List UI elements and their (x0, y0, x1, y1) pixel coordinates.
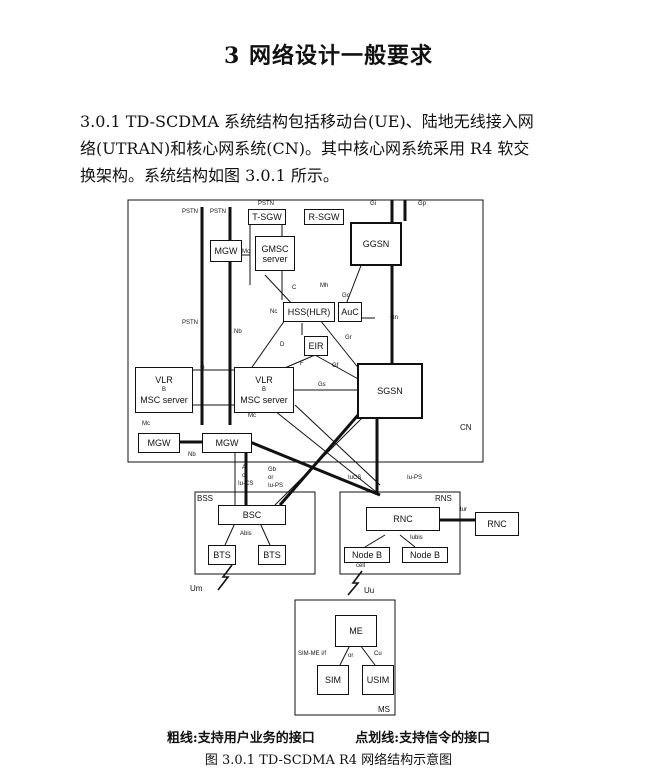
cn-region (127, 199, 484, 463)
interface-label: IuCS (348, 475, 362, 481)
node-b-node: Node B (344, 547, 390, 563)
interface-label: Gi (370, 201, 376, 207)
msc-server-label: MSC server (140, 395, 188, 405)
interface-label: Mh (320, 283, 329, 289)
legend-thick-line: 粗线:支持用户业务的接口 (166, 731, 315, 746)
interface-label: Gc (342, 293, 350, 299)
diagram-lines (127, 199, 484, 716)
interface-label: Iu-PS (407, 475, 423, 481)
interface-label: G (200, 365, 205, 371)
interface-label: C (292, 285, 297, 291)
interface-label: Iur (460, 507, 468, 513)
vlr-label: VLR (255, 375, 273, 385)
interface-label: Gb (268, 467, 277, 473)
legend-dashed-line: 点划线:支持信令的接口 (355, 731, 491, 746)
section-heading: 3 网络设计一般要求 (224, 43, 433, 69)
interface-label: Mc (242, 249, 250, 255)
interface-label: Mc (248, 413, 256, 419)
interface-label: Abis (240, 531, 252, 537)
gmsc-server-node: GMSC server (255, 236, 295, 271)
paragraph-line: 3.0.1 TD-SCDMA 系统结构包括移动台(UE)、陆地无线接入网 (80, 112, 534, 131)
interface-label: Nb (188, 452, 196, 458)
vlr-msc-left-node: VLR B MSC server (135, 367, 193, 413)
air-interface-label: Um (190, 584, 203, 593)
rnc-node: RNC (366, 507, 440, 531)
t-sgw-node: T-SGW (248, 209, 286, 225)
vlr-label: VLR (155, 375, 173, 385)
paragraph-line: 络(UTRAN)和核心网系统(CN)。其中核心网系统采用 R4 软交 (80, 139, 530, 158)
mgw-top-node: MGW (210, 240, 242, 262)
interface-label: Gn (390, 315, 399, 321)
interface-label: E (200, 407, 205, 413)
cn-label: CN (460, 423, 472, 432)
rnc-external-node: RNC (475, 512, 519, 536)
air-interface-label: Uu (364, 586, 375, 595)
r-sgw-node: R-SGW (304, 209, 344, 225)
interface-label: or (242, 473, 248, 479)
sgsn-node: SGSN (357, 363, 423, 419)
b-label: B (261, 387, 266, 393)
msc-server-label: MSC server (240, 395, 288, 405)
paragraph-line: 换架构。系统结构如图 3.0.1 所示。 (80, 166, 339, 185)
sim-node: SIM (317, 665, 349, 695)
legend: 粗线:支持用户业务的接口 点划线:支持信令的接口 (0, 727, 657, 746)
interface-label: Nb (234, 329, 242, 335)
eir-node: EIR (304, 336, 328, 356)
interface-label: D (280, 342, 285, 348)
interface-label: cell (356, 563, 366, 569)
rns-region (339, 491, 461, 575)
auc-node: AuC (338, 302, 362, 322)
interface-label: or (348, 653, 354, 659)
bts-node: BTS (258, 545, 286, 565)
bss-label: BSS (197, 494, 214, 503)
interface-label: Gp (418, 201, 427, 207)
usim-node: USIM (362, 665, 394, 695)
mgw-mid-node: MGW (202, 433, 252, 453)
interface-label: Gr (345, 335, 352, 341)
b-label: B (161, 387, 166, 393)
interface-label: PSTN (182, 320, 199, 326)
interface-label: Gf (332, 363, 339, 369)
node-b-node: Node B (402, 547, 448, 563)
interface-label: Nc (270, 309, 278, 315)
interface-label: PSTN (182, 209, 199, 215)
bss-region (194, 491, 316, 575)
figure-caption: 图 3.0.1 TD-SCDMA R4 网络结构示意图 (204, 753, 453, 768)
ms-label: MS (378, 705, 390, 714)
hss-hlr-node: HSS(HLR) (283, 302, 335, 322)
interface-label: Iu-PS (268, 483, 284, 489)
me-node: ME (335, 615, 377, 647)
interface-label: or (268, 475, 274, 481)
interface-label: SIM-ME i/f (298, 651, 326, 657)
interface-label: F (300, 361, 304, 367)
interface-label: A (242, 465, 247, 471)
ms-region (294, 599, 396, 716)
interface-label: Mc (142, 421, 150, 427)
interface-label: Gs (318, 382, 326, 388)
interface-label: PSTN (258, 201, 275, 207)
interface-label: Iu-CS (238, 481, 254, 487)
network-diagram: T-SGW R-SGW MGW GMSC server GGSN HSS(HLR… (120, 195, 550, 725)
interface-label: Iubis (410, 535, 423, 541)
vlr-msc-mid-node: VLR B MSC server (234, 367, 294, 413)
interface-label: Cu (374, 651, 382, 657)
intro-paragraph: 3.0.1 TD-SCDMA 系统结构包括移动台(UE)、陆地无线接入网 络(U… (80, 108, 590, 189)
bts-node: BTS (208, 545, 236, 565)
mgw-left-node: MGW (138, 433, 180, 453)
bsc-node: BSC (218, 505, 286, 525)
interface-label: PSTN (210, 209, 227, 215)
ggsn-node: GGSN (350, 222, 402, 266)
rns-label: RNS (435, 494, 452, 503)
